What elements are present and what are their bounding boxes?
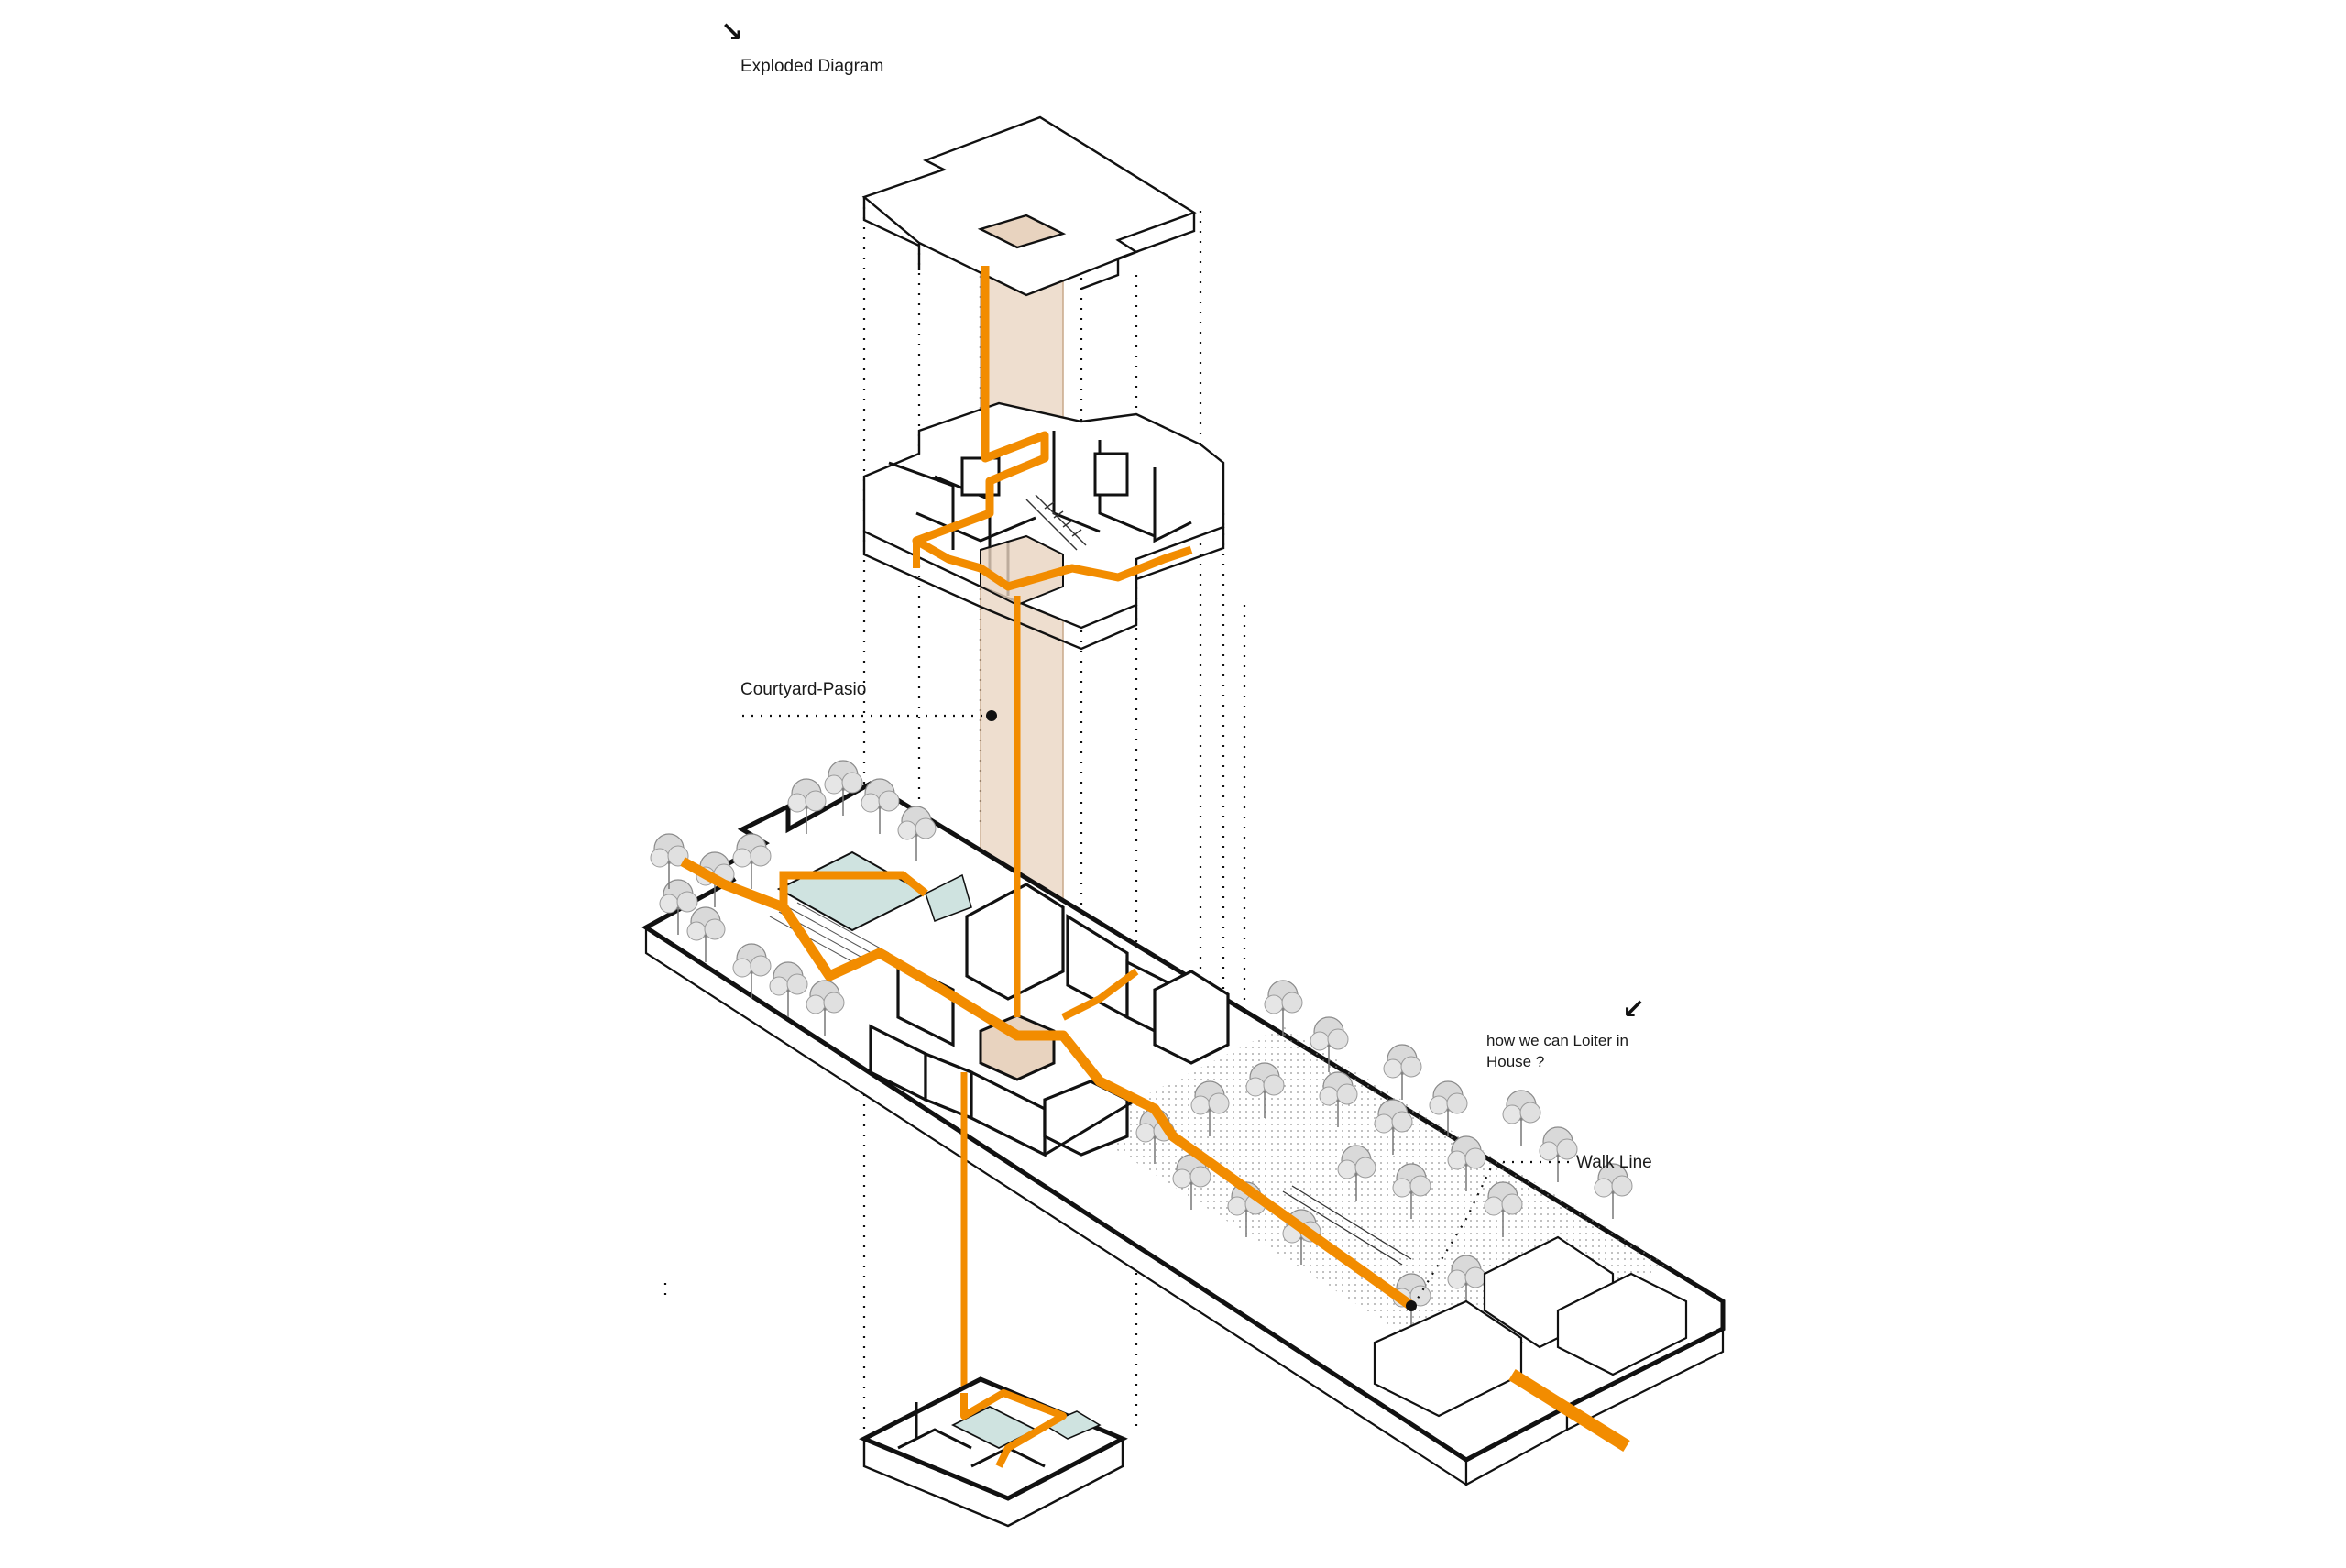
ground-floor bbox=[641, 760, 1726, 1487]
walk-line-path bbox=[680, 857, 1415, 1310]
courtyard-label: Courtyard-Pasio bbox=[740, 680, 867, 699]
upper-walk-path bbox=[912, 266, 1193, 591]
loiter-question: how we can Loiter in House ? bbox=[1486, 1032, 1628, 1070]
arrow-down-left-icon: ↙ bbox=[1622, 993, 1646, 1025]
walk-line-label: Walk Line bbox=[1576, 1153, 1652, 1172]
courtyard-leader-dot bbox=[986, 710, 997, 721]
diagram-title: Exploded Diagram bbox=[740, 57, 884, 76]
basement-volume bbox=[859, 1376, 1128, 1528]
arrow-down-right-icon: ↘ bbox=[720, 16, 744, 49]
roof-volume bbox=[861, 115, 1197, 297]
leader-lines bbox=[742, 714, 1569, 1302]
basement-walk-path bbox=[960, 1389, 1067, 1468]
